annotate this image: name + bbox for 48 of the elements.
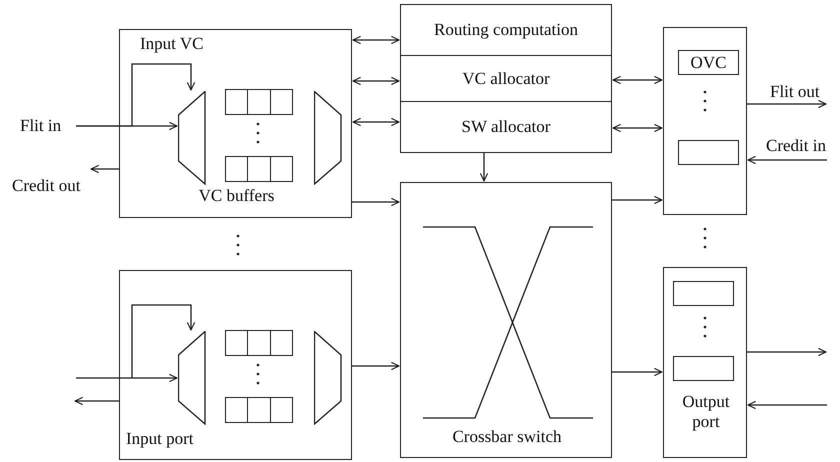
buffer-queue [225, 89, 293, 115]
allocator-box: Routing computation [400, 4, 612, 56]
arrow [352, 36, 400, 44]
buffer-queue [225, 156, 293, 182]
output-port-box [663, 27, 747, 215]
arrow [76, 374, 178, 382]
arrow [612, 368, 663, 376]
arrow [76, 63, 196, 127]
box-label: VC buffers [198, 186, 276, 206]
vc-slot-box [673, 281, 734, 306]
box-label: Crossbar switch [451, 427, 563, 447]
buffer-queue [225, 330, 293, 356]
vc-slot-box [673, 356, 734, 381]
edge-label: Flit out [770, 82, 820, 102]
edge-label: Credit out [12, 176, 80, 196]
arrow [747, 348, 827, 356]
box-label: Input port [126, 429, 195, 449]
multiplexer-shape [178, 91, 206, 185]
edge-label: Input VC [140, 34, 204, 54]
arrow [352, 362, 400, 370]
vc-slot-box: OVC [678, 50, 739, 75]
edge-label: Credit in [766, 136, 826, 156]
input-port-box [119, 29, 352, 218]
box-label: Output port [681, 392, 731, 432]
port-signal-label: Flit in [20, 117, 76, 135]
arrow [612, 124, 663, 132]
arrow [352, 198, 400, 206]
allocator-box: SW allocator [400, 101, 612, 153]
arrow [480, 153, 488, 182]
arrow [747, 100, 827, 108]
crossbar-box [400, 182, 612, 458]
arrow [74, 396, 119, 406]
demultiplexer-shape [314, 91, 342, 185]
vc-slot-box [678, 140, 739, 165]
multiplexer-shape [178, 331, 206, 425]
arrow [352, 118, 400, 126]
arrow [90, 164, 119, 174]
input-port-box [119, 270, 352, 460]
allocator-box: VC allocator [400, 55, 612, 102]
arrow [612, 76, 663, 84]
arrow [131, 304, 196, 378]
buffer-queue [225, 397, 293, 423]
arrow [747, 400, 827, 410]
arrow [352, 76, 400, 86]
demultiplexer-shape [314, 331, 342, 425]
output-port-box [663, 267, 747, 458]
arrow [612, 196, 663, 204]
arrow [747, 156, 827, 164]
